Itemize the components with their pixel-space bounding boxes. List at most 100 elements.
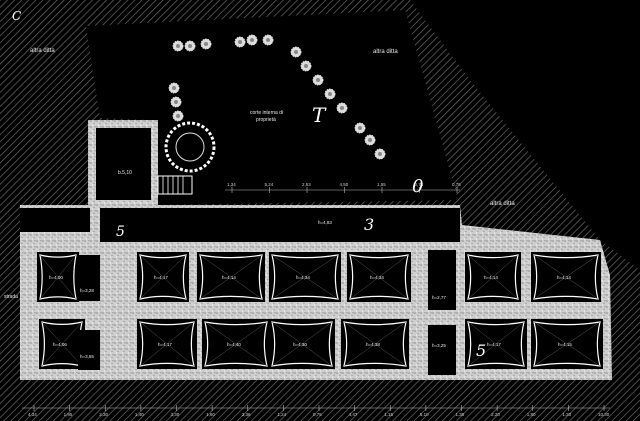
tree-15 [168, 82, 180, 94]
room-bottom-7-label: h=4,15 [558, 342, 572, 347]
tree-1 [172, 40, 184, 52]
bottom-dim-6: 1,60 [206, 412, 215, 417]
top-dim-7: 0,75 [452, 182, 461, 187]
label-left-margin: strada [4, 294, 18, 300]
bottom-dim-3: 2,30 [99, 412, 108, 417]
tree-12 [354, 122, 366, 134]
room-bottom-1-label: h=4,06 [53, 342, 67, 347]
tree-4 [234, 36, 246, 48]
room-bottom-3-label: h=4,40 [227, 342, 241, 347]
small-room-label-right-low: h=3,25 [432, 343, 446, 348]
room-bottom-7: h=4,15 [531, 319, 603, 369]
label-top-left: altra ditta [30, 48, 55, 54]
room-top-5: h=4,34 [347, 252, 411, 302]
bottom-dim-1: 4,34 [28, 412, 37, 417]
room-bottom-4: h=4,30 [269, 319, 335, 369]
room-bottom-3: h=4,40 [202, 319, 270, 369]
room-top-7: h=4,14 [531, 252, 601, 302]
corridor [100, 208, 460, 242]
small-room-label-right-mid: h=2,77 [432, 295, 446, 300]
bottom-dim-14: 2,20 [491, 412, 500, 417]
room-top-6-label: h=4,14 [484, 275, 498, 280]
room-top-4-label: h=4,34 [296, 275, 310, 280]
small-room-right-mid [428, 250, 456, 310]
room-top-4: h=4,34 [269, 252, 341, 302]
room-top-5-label: h=4,34 [370, 275, 384, 280]
rooms-top-row: h=4,00 h=4,17 h=4,14 h=4,34 h=4,34 h=4,14 h=4,… [37, 252, 601, 302]
tree-14 [374, 148, 386, 160]
room-bottom-5: h=4,38 [341, 319, 409, 369]
hand-mark-t: T [312, 103, 327, 127]
small-room-label-left-top: h=3,28 [80, 288, 94, 293]
small-room-right-low [428, 325, 456, 375]
tree-5 [246, 34, 258, 46]
small-room-left-top [78, 255, 100, 301]
top-dim-4: 4,50 [340, 182, 349, 187]
room-bottom-2: h=4,17 [137, 319, 197, 369]
room-bottom-2-label: h=4,17 [158, 342, 172, 347]
bottom-dim-12: 5,10 [420, 412, 429, 417]
room-top-2-label: h=4,17 [154, 275, 168, 280]
top-dim-6: 0,75 [415, 182, 424, 187]
room-top-3: h=4,14 [197, 252, 265, 302]
stairs [157, 175, 193, 195]
bottom-dim-16: 1,30 [562, 412, 571, 417]
bottom-dim-15: 1,80 [527, 412, 536, 417]
tree-11 [336, 102, 348, 114]
room-top-1: h=4,00 [37, 252, 79, 302]
room-bottom-4-label: h=4,30 [293, 342, 307, 347]
small-room-label-left-bottom: h=3,55 [80, 354, 94, 359]
tree-9 [312, 74, 324, 86]
entry-hall [20, 208, 90, 232]
hand-mark-three: 3 [364, 215, 374, 234]
bottom-dim-5: 3,30 [171, 412, 180, 417]
tree-10 [324, 88, 336, 100]
bottom-dim-17: 10,30 [598, 412, 610, 417]
fountain-circle [164, 121, 216, 173]
bottom-dim-11: 1,15 [384, 412, 393, 417]
label-courtyard: corte interna di [250, 110, 283, 116]
bottom-dimensions: 4,34 1,95 2,30 1,40 3,30 1,60 3,36 1,24 0,75 4,47… [28, 405, 610, 417]
rooms-bottom-row: h=4,06 h=4,17 h=4,40 h=4,30 h=4,38 h=4,17 h=4,… [39, 319, 603, 369]
room-bottom-6: h=4,17 [465, 319, 527, 369]
bottom-dim-2: 1,95 [64, 412, 73, 417]
small-room-left-bottom [78, 330, 100, 370]
tree-13 [364, 134, 376, 146]
room-bottom-1: h=4,06 [39, 319, 85, 369]
bottom-dim-10: 4,47 [349, 412, 358, 417]
top-dimensions: 1,34 5,24 2,53 4,50 1,55 0,75 0,75 [227, 182, 461, 193]
bottom-dim-4: 1,40 [135, 412, 144, 417]
annex-inner [96, 128, 151, 200]
bottom-dim-8: 1,24 [277, 412, 286, 417]
tree-17 [172, 110, 184, 122]
room-top-3-label: h=4,14 [222, 275, 236, 280]
room-top-6: h=4,14 [465, 252, 521, 302]
hand-mark-corner: C [12, 9, 21, 23]
bottom-dim-13: 1,30 [456, 412, 465, 417]
room-top-7-label: h=4,14 [557, 275, 571, 280]
tree-8 [300, 60, 312, 72]
tree-6 [262, 34, 274, 46]
room-top-1-label: h=4,00 [49, 275, 63, 280]
label-courtyard-2: proprietà [256, 117, 276, 123]
corridor-label: h=4,83 [318, 220, 332, 225]
bottom-dim-7: 3,36 [242, 412, 251, 417]
label-right-side: altra ditta [490, 201, 515, 207]
tree-3 [200, 38, 212, 50]
label-top-right: altra ditta [373, 49, 398, 55]
top-dim-1: 1,34 [227, 182, 236, 187]
tree-16 [170, 96, 182, 108]
hand-mark-five-bottom: 5 [476, 341, 486, 360]
label-small-room: b.5,10 [118, 170, 132, 176]
hand-mark-zero: 0 [412, 176, 423, 197]
trees [168, 34, 386, 160]
top-dim-5: 1,55 [377, 182, 386, 187]
top-dim-3: 2,53 [302, 182, 311, 187]
bottom-dim-9: 0,75 [313, 412, 322, 417]
hand-mark-five-left: 5 [116, 224, 125, 240]
tree-2 [184, 40, 196, 52]
top-dim-2: 5,24 [265, 182, 274, 187]
room-bottom-5-label: h=4,38 [366, 342, 380, 347]
